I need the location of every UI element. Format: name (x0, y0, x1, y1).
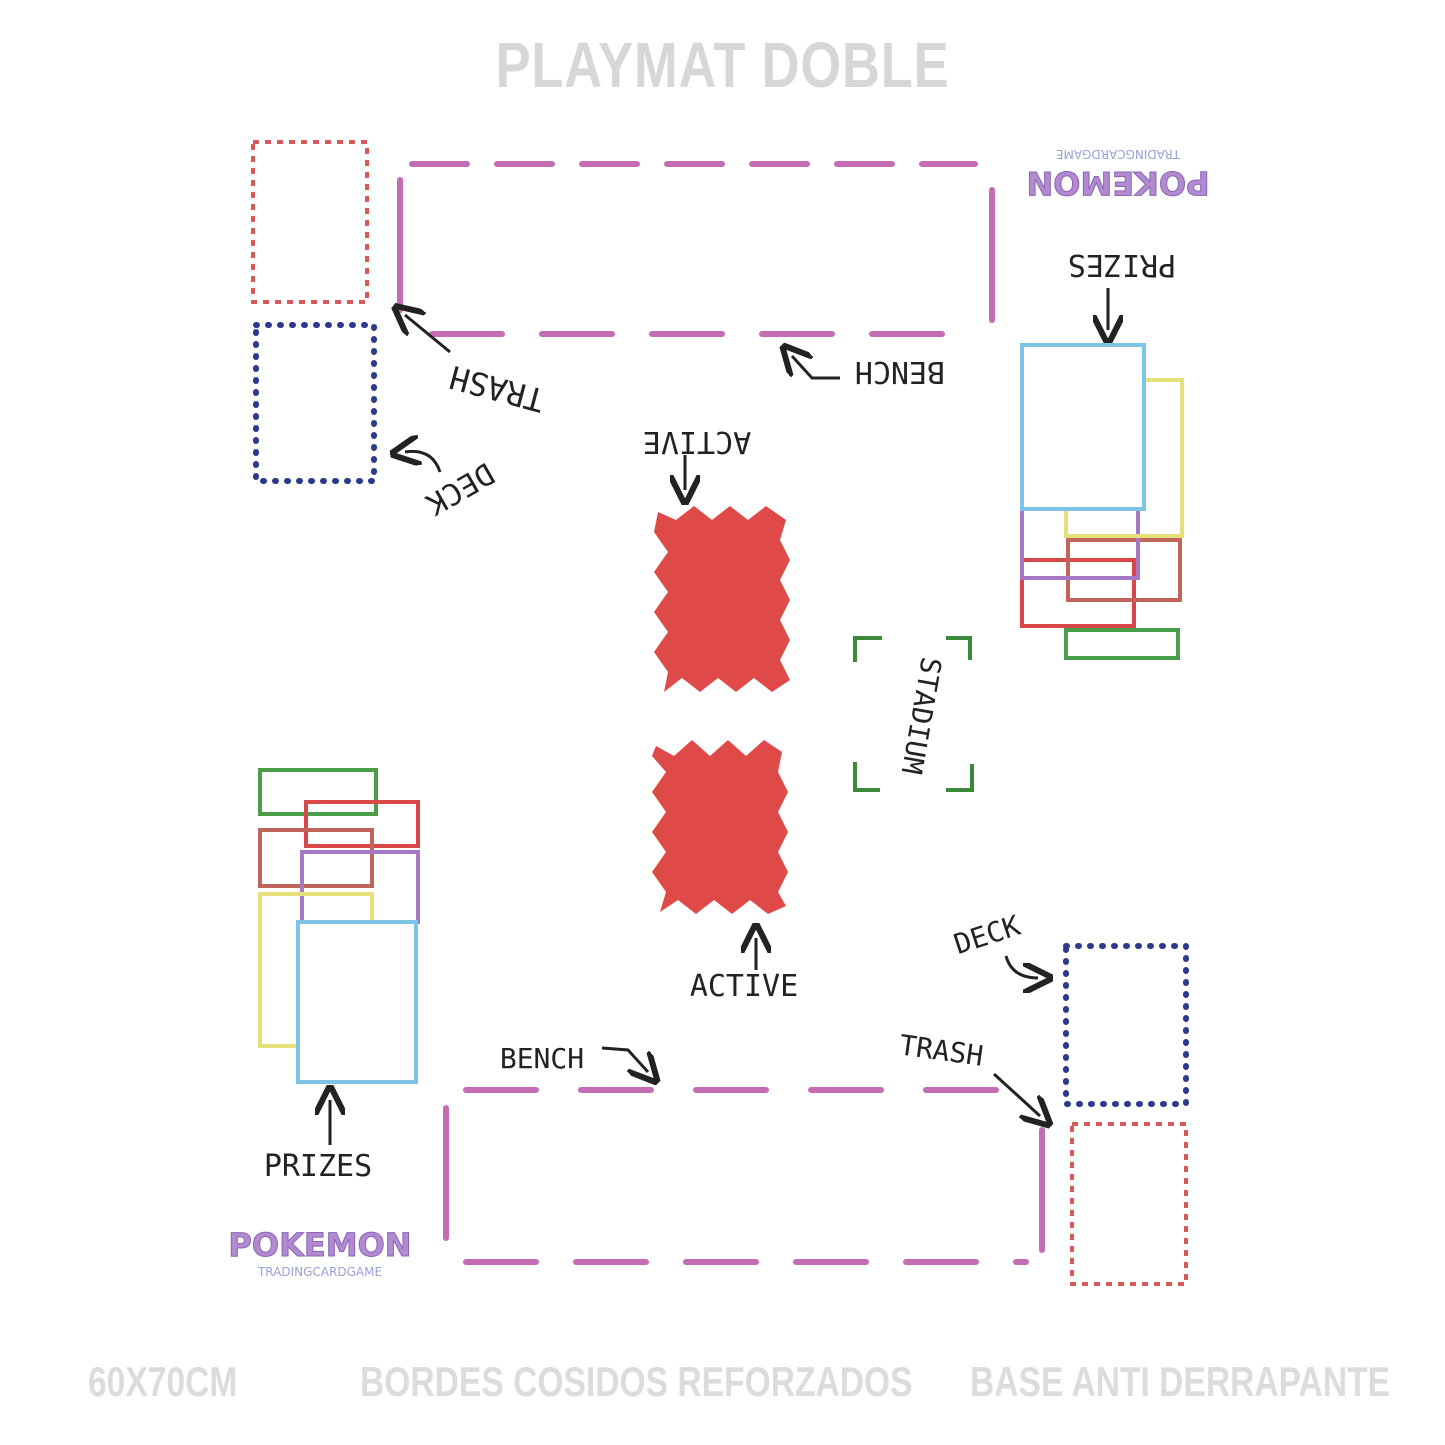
trash-label-top: TRASH (446, 358, 549, 420)
stadium-zone (853, 636, 974, 792)
bench-label-top: BENCH (855, 354, 945, 389)
bench-label-bottom: BENCH (500, 1042, 584, 1075)
active-zone-bottom (652, 740, 788, 914)
trash-label-bottom: TRASH (897, 1028, 985, 1072)
deck-arrow-top (405, 451, 442, 473)
footer-size: 60X70CM (88, 1358, 238, 1405)
bench-arrow-bottom (601, 1046, 648, 1072)
footer-base: BASE ANTI DERRAPANTE (970, 1358, 1391, 1405)
pokemon-logo-top: POKEMON (1026, 164, 1209, 202)
trash-zone-bottom (1070, 1122, 1188, 1286)
active-label-top: ACTIVE (643, 424, 751, 459)
prizes-zone-top (1020, 343, 1184, 660)
deck-arrow-bottom (1004, 955, 1038, 978)
pokemon-subtitle-bottom: TRADINGCARDGAME (257, 1265, 382, 1279)
trash-arrow-bottom (992, 1072, 1040, 1116)
bench-zone-bottom (443, 1087, 1045, 1265)
prizes-label-top: PRIZES (1068, 247, 1176, 282)
prizes-label-bottom: PRIZES (264, 1149, 372, 1184)
pokemon-logo-bottom: POKEMON (228, 1226, 411, 1264)
active-label-bottom: ACTIVE (690, 969, 798, 1004)
pokemon-subtitle-top: TRADINGCARDGAME (1056, 147, 1181, 161)
deck-zone-bottom (1063, 943, 1189, 1107)
page-title: PLAYMAT DOBLE (495, 29, 950, 101)
prizes-zone-bottom (258, 768, 420, 1084)
active-zone-top (654, 506, 790, 692)
bench-zone-top (397, 161, 995, 337)
bench-arrow-top (792, 356, 840, 380)
deck-label-top: DECK (420, 455, 500, 521)
deck-label-bottom: DECK (950, 909, 1024, 961)
trash-zone-top (251, 140, 369, 304)
footer-edges: BORDES COSIDOS REFORZADOS (360, 1358, 913, 1405)
deck-zone-top (253, 322, 377, 484)
trash-arrow-top (405, 315, 451, 354)
stadium-label: STADIUM (895, 655, 948, 777)
